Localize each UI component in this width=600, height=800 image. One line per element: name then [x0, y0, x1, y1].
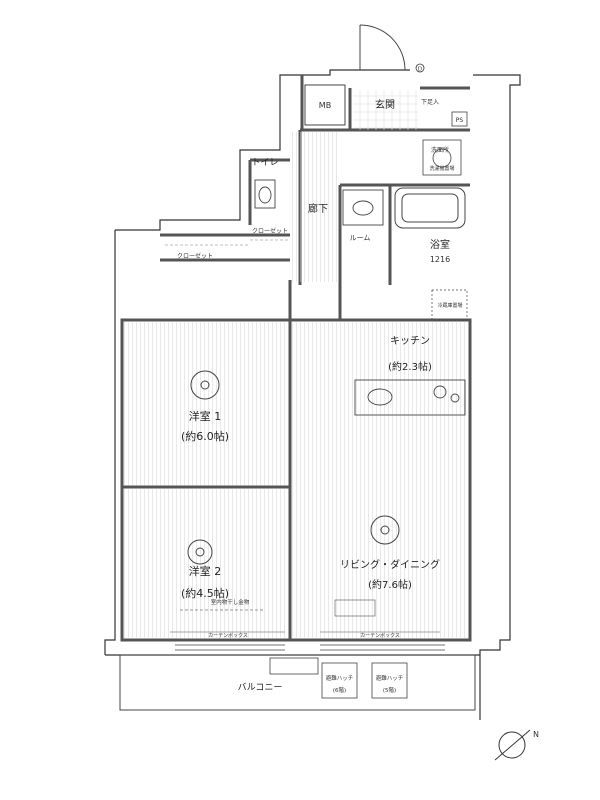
- ps-box: [451, 111, 468, 127]
- interior-walls: [120, 75, 472, 642]
- western-room-2-size: (約4.5帖): [181, 586, 229, 600]
- western-room-1-size: (約6.0帖): [181, 429, 229, 443]
- shoe-storage-label: 下足入: [421, 99, 439, 106]
- living-size: (約7.6帖): [368, 578, 412, 591]
- closet-1-label: クローゼット: [252, 227, 288, 235]
- toilet-label: トイレ: [251, 158, 278, 168]
- western-room-1-floor: [124, 322, 288, 485]
- fridge-space: [431, 289, 468, 321]
- kitchen-size: (約2.3帖): [388, 360, 432, 373]
- washroom-label: 洗面所: [431, 146, 449, 154]
- entrance-floor: [353, 90, 418, 130]
- hallway-label: 廊下: [308, 202, 328, 215]
- balcony-area: [119, 654, 476, 711]
- balcony-label: バルコニー: [238, 682, 283, 693]
- bathtub: [394, 187, 466, 229]
- outdoor-unit: [269, 657, 319, 675]
- svg-text:避難ハッチ: 避難ハッチ: [326, 674, 354, 682]
- kitchen-label: キッチン: [390, 335, 430, 347]
- western-room-1-light: [190, 370, 220, 400]
- closet-2-label: クローゼット: [177, 252, 213, 260]
- svg-text:避難ハッチ: 避難ハッチ: [376, 674, 404, 682]
- wash-basin: [342, 189, 384, 226]
- western-room-1-label: 洋室 1: [189, 409, 222, 423]
- balcony-windows: [175, 644, 445, 651]
- floor-heating-mark: [334, 599, 376, 617]
- living-label: リビング・ダイニング: [340, 558, 440, 571]
- laundry-area: [422, 139, 462, 176]
- svg-text:(6階): (6階): [333, 686, 346, 694]
- compass-label: N: [533, 730, 539, 739]
- escape-hatch-2[interactable]: 避難ハッチ (5階): [371, 662, 408, 699]
- bath-size: 1216: [430, 255, 450, 264]
- living-floor: [292, 322, 468, 638]
- toilet-fixture: [254, 179, 276, 209]
- wardrobe-label: ルーム: [350, 234, 371, 242]
- western-room-2-label: 洋室 2: [189, 564, 222, 578]
- western-room-2-light: [187, 539, 213, 565]
- curtain-box-2-label: カーテンボックス: [360, 632, 400, 639]
- laundry-label: 洗濯機置場: [429, 165, 454, 172]
- fridge-label: 冷蔵庫置場: [437, 302, 462, 309]
- western-room-2-floor: [124, 489, 288, 638]
- mb-label: MB: [319, 101, 331, 110]
- hallway-floor: [290, 132, 338, 282]
- mb-box: [304, 84, 346, 126]
- escape-hatch-1[interactable]: 避難ハッチ (6階): [321, 662, 358, 699]
- entrance-door-mark: [415, 63, 425, 73]
- entrance-door-mark-label: D: [418, 67, 422, 73]
- curtain-box-1-label: カーテンボックス: [208, 632, 248, 639]
- kitchen-counter: [354, 379, 466, 416]
- ps-label: PS: [456, 117, 464, 124]
- entrance-label: 玄関: [375, 98, 395, 111]
- living-light: [370, 515, 400, 545]
- bath-label: 浴室: [430, 238, 450, 251]
- compass: [494, 729, 531, 761]
- svg-text:(5階): (5階): [383, 686, 396, 694]
- entrance-door[interactable]: [359, 24, 406, 71]
- drying-rack-label: 室内物干し金物: [211, 598, 250, 606]
